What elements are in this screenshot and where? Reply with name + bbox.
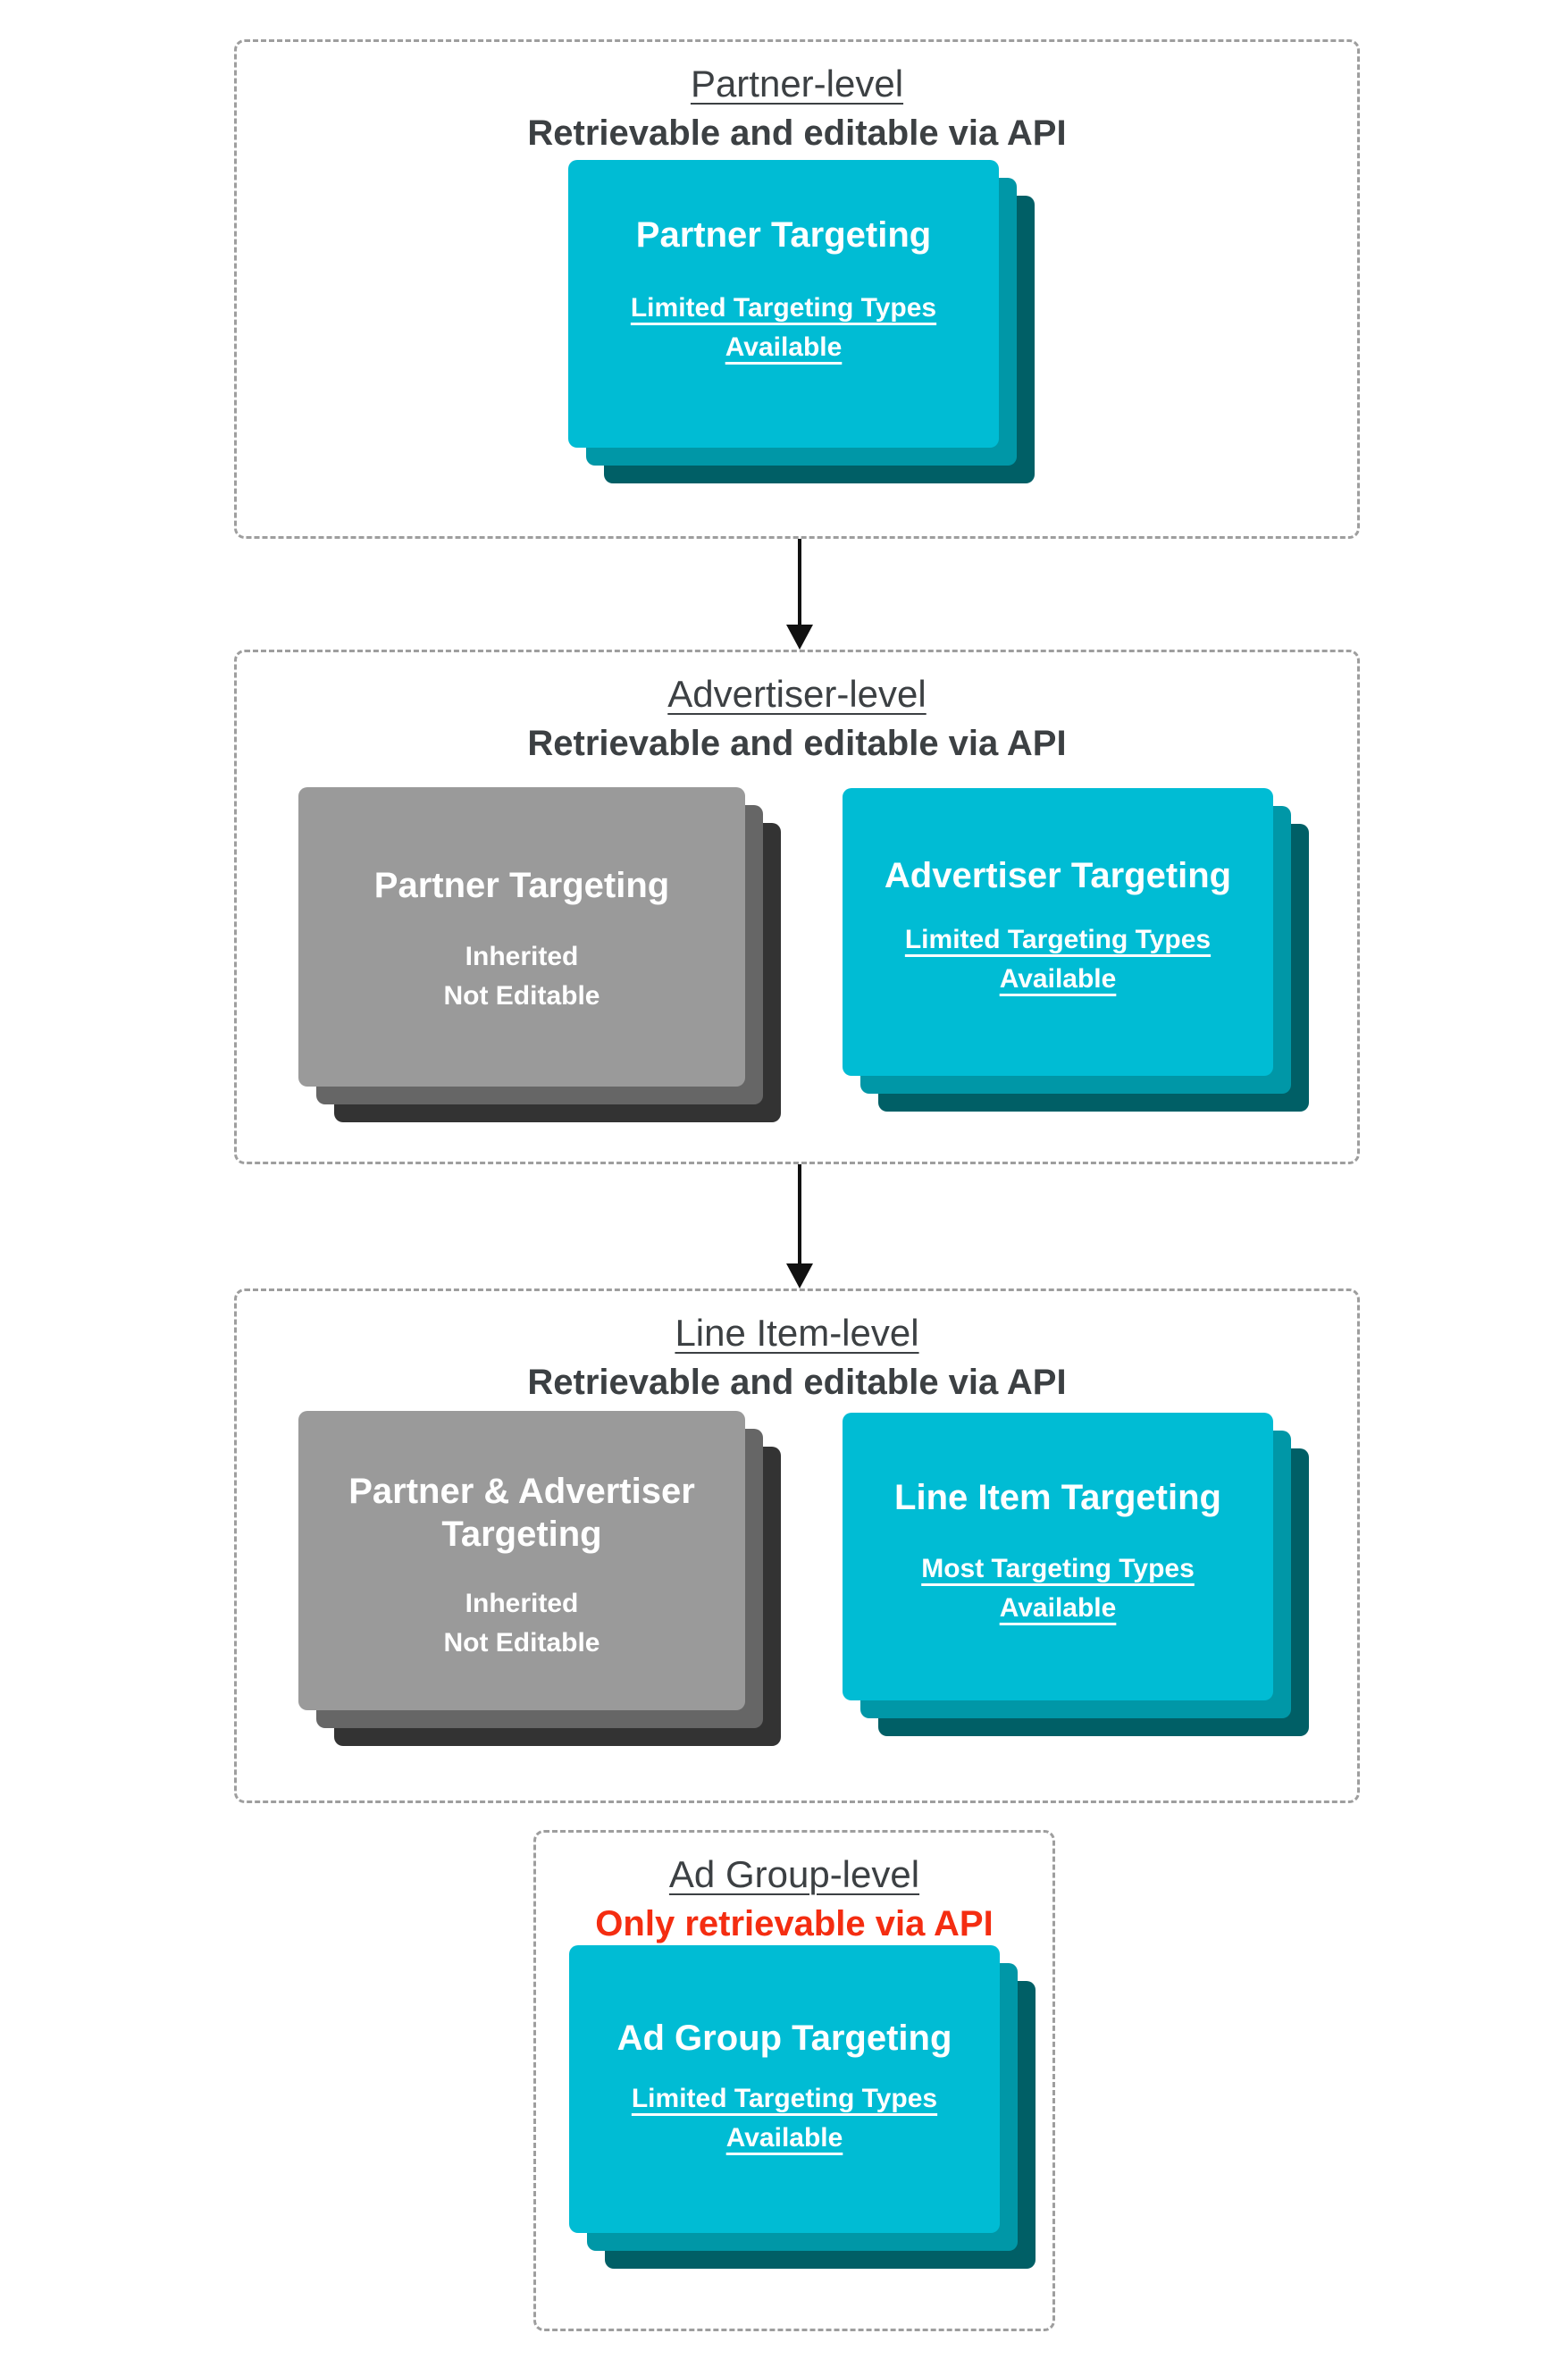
- card-stack-advertiser-targeting: Advertiser Targeting Limited Targeting T…: [843, 788, 1309, 1112]
- level-section-advertiser: Advertiser-level Retrievable and editabl…: [234, 650, 1360, 1164]
- level-header: Partner-level Retrievable and editable v…: [237, 42, 1357, 155]
- card-subtext: Inherited Not Editable: [443, 942, 600, 1011]
- card-heading: Advertiser Targeting: [884, 856, 1232, 895]
- level-subtitle-alert: Only retrievable via API: [595, 1904, 994, 1944]
- level-subtitle: Retrievable and editable via API: [527, 724, 1067, 764]
- level-section-ad-group: Ad Group-level Only retrievable via API …: [533, 1830, 1055, 2331]
- card-stack-ad-group-targeting: Ad Group Targeting Limited Targeting Typ…: [569, 1945, 1036, 2269]
- level-header: Ad Group-level Only retrievable via API: [536, 1833, 1052, 1945]
- card-advertiser-targeting: Advertiser Targeting Limited Targeting T…: [843, 788, 1273, 1076]
- card-heading: Partner Targeting: [373, 866, 670, 905]
- card-subtext: Most Targeting Types Available: [921, 1554, 1195, 1623]
- card-subtext: Limited Targeting Types Available: [631, 2084, 938, 2153]
- card-stack-partner-advertiser-targeting: Partner & Advertiser Targeting Inherited…: [298, 1411, 781, 1746]
- card-partner-targeting-inherited: Partner Targeting Inherited Not Editable: [298, 787, 745, 1087]
- card-stack-partner-targeting: Partner Targeting Limited Targeting Type…: [568, 160, 1035, 483]
- level-subtitle: Retrievable and editable via API: [527, 113, 1067, 154]
- card-ad-group-targeting: Ad Group Targeting Limited Targeting Typ…: [569, 1945, 1000, 2233]
- card-partner-targeting: Partner Targeting Limited Targeting Type…: [568, 160, 999, 448]
- card-heading: Partner & Advertiser Targeting: [348, 1472, 695, 1554]
- level-header: Advertiser-level Retrievable and editabl…: [237, 652, 1357, 765]
- arrow-head: [786, 625, 813, 650]
- card-heading: Line Item Targeting: [894, 1478, 1221, 1517]
- level-section-line-item: Line Item-level Retrievable and editable…: [234, 1288, 1360, 1803]
- card-subtext: Limited Targeting Types Available: [630, 293, 937, 362]
- arrow-shaft: [798, 1164, 801, 1265]
- card-line-item-targeting: Line Item Targeting Most Targeting Types…: [843, 1413, 1273, 1700]
- card-heading: Ad Group Targeting: [616, 2019, 952, 2058]
- card-subtext: Limited Targeting Types Available: [904, 925, 1212, 994]
- card-heading: Partner Targeting: [635, 215, 932, 255]
- card-stack-partner-targeting-inherited: Partner Targeting Inherited Not Editable: [298, 787, 781, 1122]
- level-title: Ad Group-level: [668, 1853, 920, 1895]
- arrow-shaft: [798, 539, 801, 626]
- card-subtext: Inherited Not Editable: [443, 1589, 600, 1658]
- level-header: Line Item-level Retrievable and editable…: [237, 1291, 1357, 1404]
- card-partner-advertiser-targeting: Partner & Advertiser Targeting Inherited…: [298, 1411, 745, 1710]
- level-title: Partner-level: [690, 63, 904, 105]
- level-subtitle: Retrievable and editable via API: [527, 1363, 1067, 1403]
- level-title: Advertiser-level: [667, 673, 927, 715]
- card-stack-line-item-targeting: Line Item Targeting Most Targeting Types…: [843, 1413, 1309, 1736]
- level-title: Line Item-level: [675, 1312, 919, 1354]
- level-section-partner: Partner-level Retrievable and editable v…: [234, 39, 1360, 539]
- arrow-head: [786, 1263, 813, 1288]
